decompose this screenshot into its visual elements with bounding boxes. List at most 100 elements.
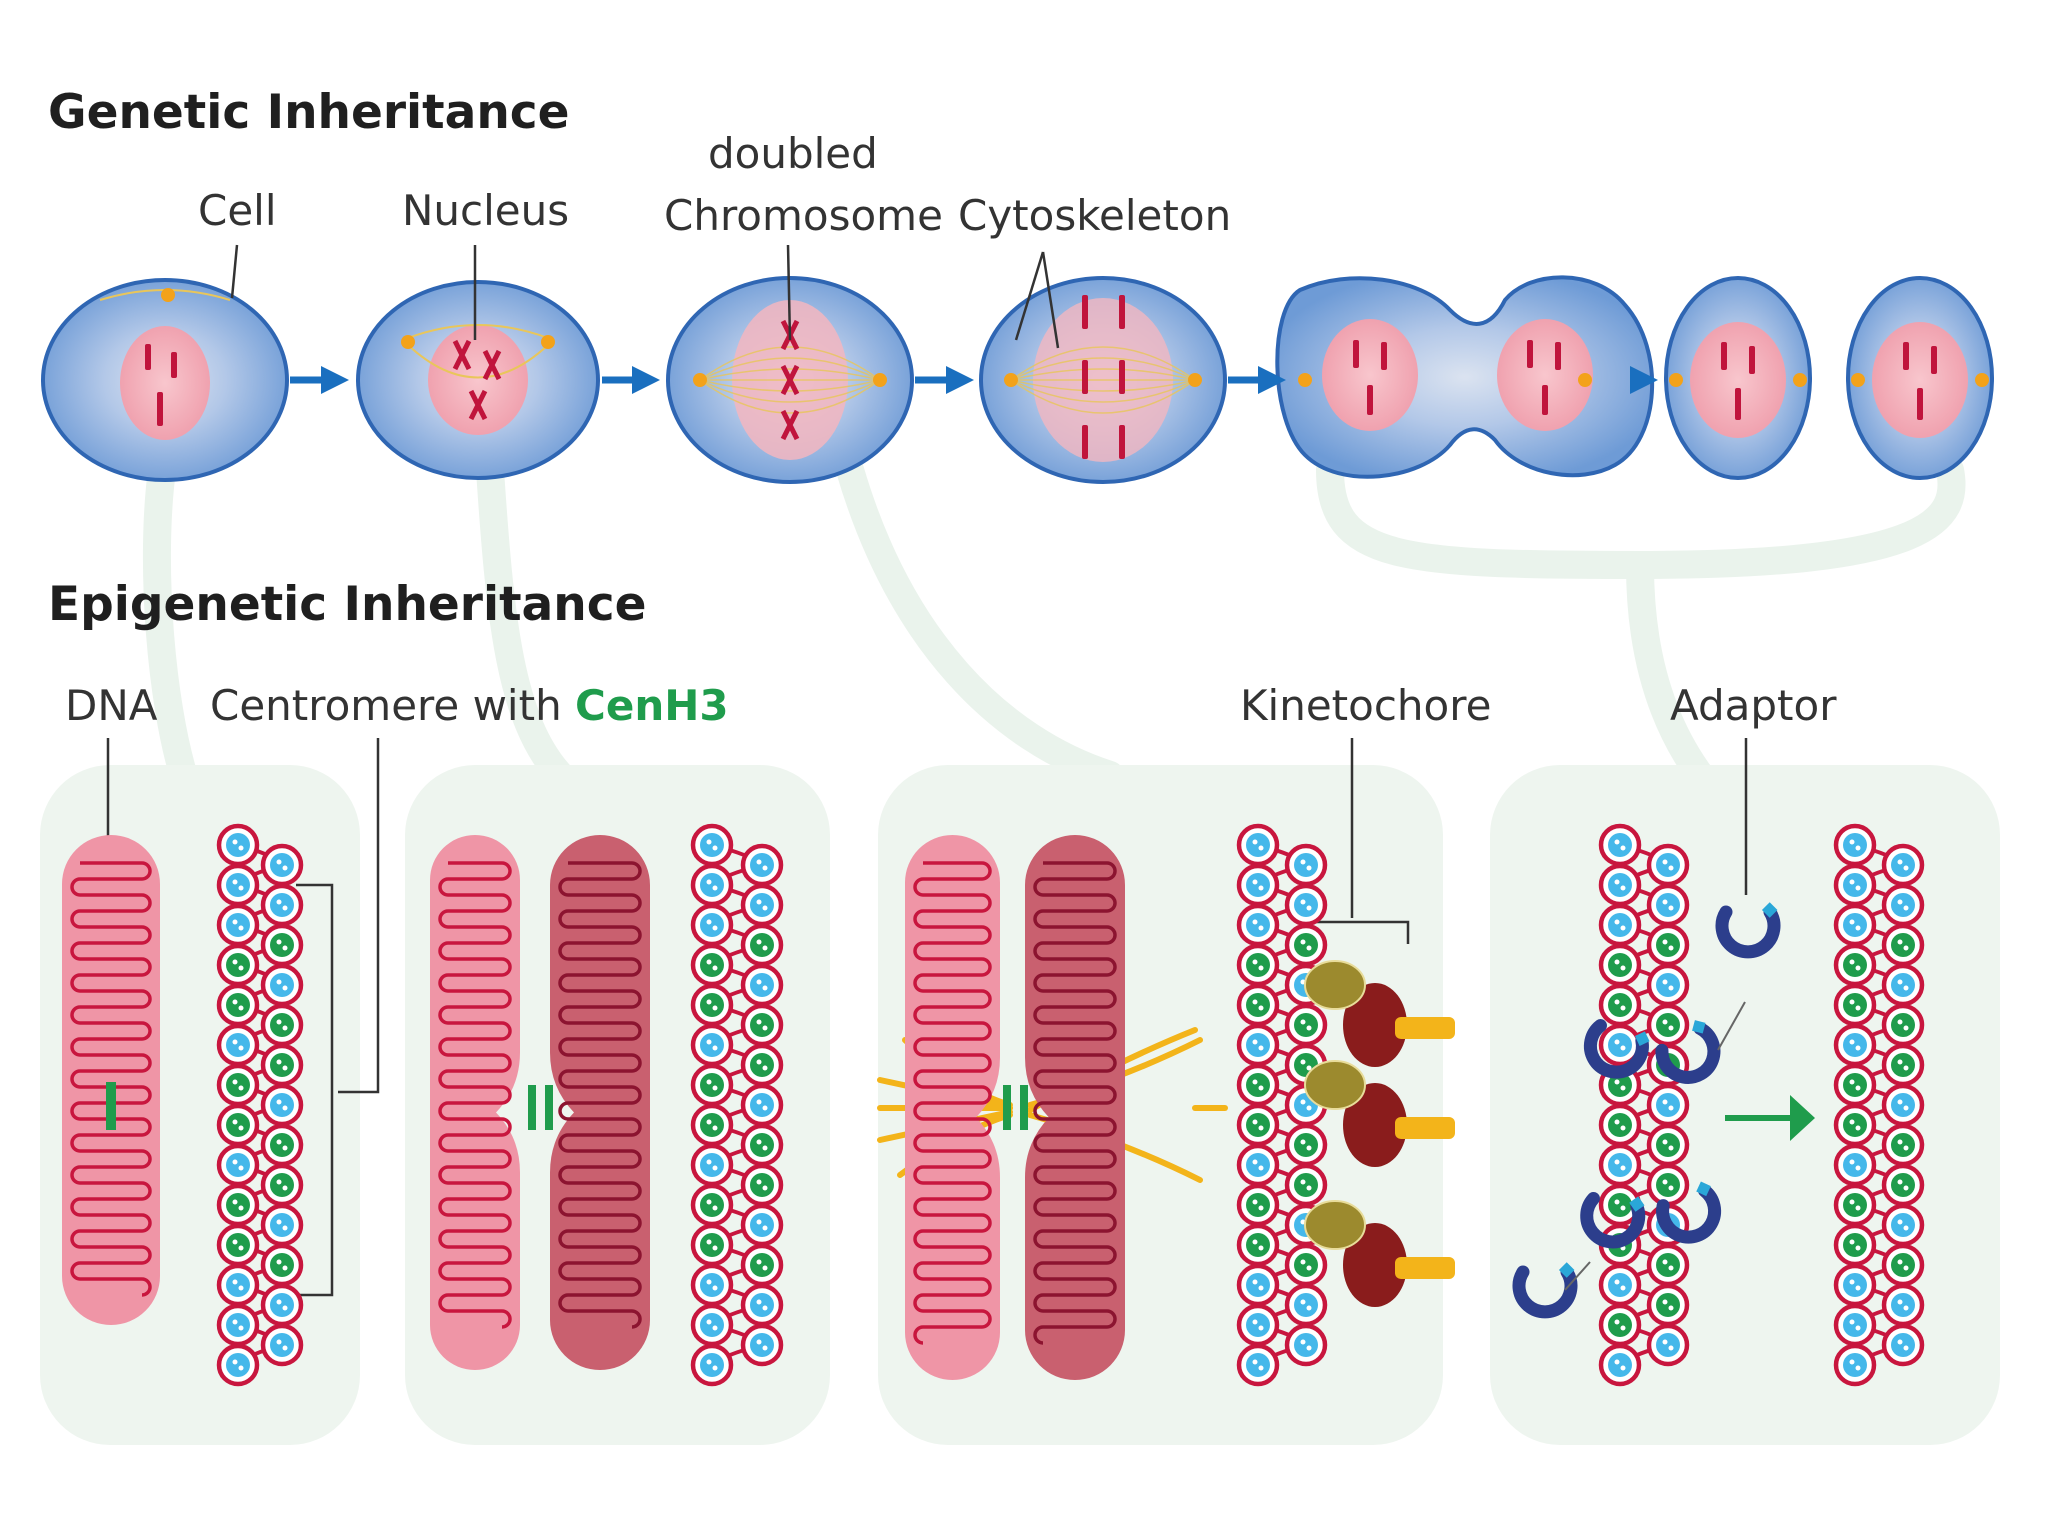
cell-stage-4	[979, 276, 1227, 484]
kinetochore-unit-3	[1304, 1200, 1455, 1307]
leader-cell	[230, 244, 239, 299]
adaptor-protein	[1656, 1184, 1722, 1244]
chromosome	[452, 339, 472, 371]
chromosome	[1527, 340, 1533, 368]
adaptor-4	[1656, 1181, 1722, 1244]
kinetochore-complex	[1304, 960, 1455, 1307]
cenh3-nucleosome	[740, 1123, 784, 1167]
chromatid-right	[1025, 835, 1125, 1380]
h3-nucleosome	[1646, 883, 1690, 927]
dna-fiber	[1033, 861, 1117, 1345]
h3-nucleosome	[216, 1023, 260, 1067]
cenh3-nucleosome	[1598, 1303, 1642, 1347]
chromatid-body	[1025, 835, 1125, 1380]
spindle	[699, 346, 881, 414]
cenh3-nucleosome	[216, 983, 260, 1027]
h3-nucleosome	[740, 1083, 784, 1127]
cenh3-nucleosome	[1236, 1103, 1280, 1147]
cenh3-nucleosome	[740, 1243, 784, 1287]
chromosome	[1367, 385, 1373, 415]
h3-nucleosome	[1598, 863, 1642, 907]
cenh3-nucleosome	[260, 1043, 304, 1087]
h3-nucleosome	[260, 1083, 304, 1127]
cenh3-nucleosome	[1833, 1183, 1877, 1227]
cenh3-nucleosome	[740, 1003, 784, 1047]
cenh3-nucleosome	[260, 1123, 304, 1167]
cenh3-nucleosome	[1236, 1223, 1280, 1267]
cenh3-nucleosome	[1646, 1243, 1690, 1287]
h3-nucleosome	[1236, 863, 1280, 907]
h3-nucleosome	[260, 963, 304, 1007]
cenh3-nucleosome	[216, 1063, 260, 1107]
h3-nucleosome	[1646, 1083, 1690, 1127]
kinetochore-inner-protein	[1304, 1060, 1366, 1110]
bracket-centromere	[296, 883, 334, 1297]
h3-nucleosome	[740, 1323, 784, 1367]
cell-stage-5	[1275, 275, 1655, 479]
cenh3-nucleosome	[1833, 1063, 1877, 1107]
kinetochore-unit-1	[1304, 960, 1455, 1067]
centromere-cenh3-mark	[106, 1082, 116, 1130]
h3-nucleosome	[1598, 1263, 1642, 1307]
adaptor-pointer-arrow	[1564, 1261, 1591, 1291]
label-cenh3: CenH3	[575, 681, 729, 730]
h3-nucleosome	[1833, 903, 1877, 947]
cenh3-nucleosome	[690, 1063, 734, 1107]
h3-nucleosome	[1646, 843, 1690, 887]
h3-nucleosome	[690, 1143, 734, 1187]
chromosome	[1721, 342, 1727, 370]
chromatid-left	[905, 835, 1000, 1381]
chromosome	[145, 344, 151, 370]
nucleus-right	[1497, 319, 1593, 431]
centromere-cenh3-mark	[545, 1085, 553, 1130]
centromere-cenh3-mark	[1003, 1085, 1011, 1130]
h3-nucleosome	[260, 1203, 304, 1247]
cenh3-nucleosome	[260, 923, 304, 967]
h3-nucleosome	[260, 883, 304, 927]
cenh3-nucleosome	[1881, 1123, 1925, 1167]
cenh3-nucleosome	[1833, 1223, 1877, 1267]
cenh3-nucleosome	[1284, 1123, 1328, 1167]
cenh3-nucleosome	[1598, 943, 1642, 987]
h3-nucleosome	[1833, 863, 1877, 907]
cell-stage-3	[666, 276, 914, 484]
cell-stage-6	[1664, 276, 1812, 480]
cenh3-nucleosome	[1646, 1123, 1690, 1167]
leader-centromere	[338, 738, 380, 1094]
nucleus	[428, 325, 528, 435]
adaptor-tag	[1696, 1181, 1711, 1197]
h3-nucleosome	[1236, 1023, 1280, 1067]
cenh3-nucleosome	[1833, 1103, 1877, 1147]
inheritance-arrow	[1725, 1095, 1815, 1141]
h3-nucleosome	[216, 903, 260, 947]
chromosome	[1353, 340, 1359, 368]
label-doubled: doubled	[708, 129, 878, 178]
cenh3-nucleosome	[1284, 1163, 1328, 1207]
bottom-leader-lines	[106, 738, 1748, 1297]
cell-stage-2	[356, 280, 600, 480]
h3-nucleosome	[1284, 1283, 1328, 1327]
connector-band-3	[836, 456, 1124, 789]
kinetochore-inner-protein	[1304, 960, 1366, 1010]
h3-nucleosome	[1881, 1323, 1925, 1367]
nucleus	[120, 326, 210, 440]
spindle-fibers	[407, 324, 549, 379]
h3-nucleosome	[1881, 1203, 1925, 1247]
connector-band-1	[142, 456, 199, 794]
cenh3-nucleosome	[1646, 1283, 1690, 1327]
title-genetic-inheritance: Genetic Inheritance	[48, 85, 570, 140]
adaptor-pointer-arrow	[1717, 1001, 1746, 1051]
chromosome	[780, 409, 800, 441]
cenh3-nucleosome	[1881, 923, 1925, 967]
h3-nucleosome	[690, 823, 734, 867]
cenh3-nucleosome	[740, 1163, 784, 1207]
cenh3-nucleosome	[1881, 1043, 1925, 1087]
h3-nucleosome	[1833, 823, 1877, 867]
chromosome	[171, 352, 177, 378]
h3-nucleosome	[1236, 823, 1280, 867]
chromosome	[1381, 342, 1387, 370]
leader-cytoskeleton-2	[1041, 251, 1060, 349]
cenh3-nucleosome	[1833, 983, 1877, 1027]
nucleus	[1872, 322, 1968, 438]
